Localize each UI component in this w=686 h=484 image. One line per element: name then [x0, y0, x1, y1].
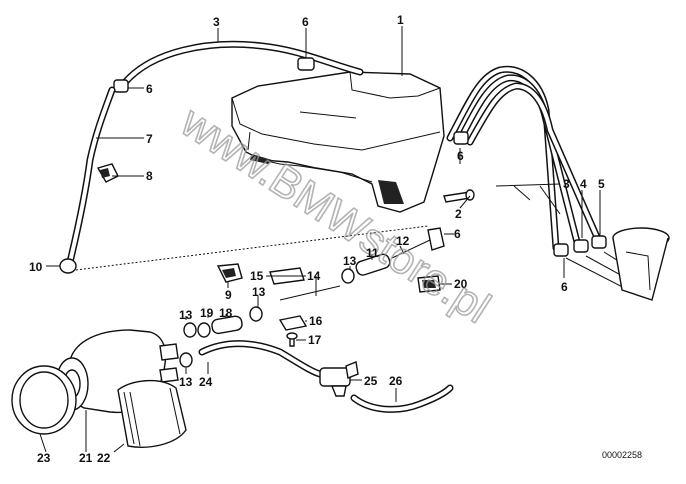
label-4: 4	[580, 177, 587, 191]
leader-lines	[39, 26, 601, 453]
label-18: 18	[219, 306, 233, 320]
pump-clamp	[117, 379, 187, 448]
label-14: 14	[307, 269, 321, 283]
label-13: 13	[343, 254, 357, 268]
part-labels: 1 2 3 3 4 5 6 6 6 6 6 7 8 9 10 11 12 13 …	[29, 13, 605, 465]
filler-neck	[612, 227, 670, 301]
label-22: 22	[97, 451, 111, 465]
label-6: 6	[302, 15, 309, 29]
label-2: 2	[455, 207, 462, 221]
pipe-clip	[96, 163, 119, 183]
label-6: 6	[454, 227, 461, 241]
bolt	[443, 189, 475, 203]
label-3: 3	[563, 177, 570, 191]
label-10: 10	[29, 260, 43, 274]
label-19: 19	[200, 306, 214, 320]
label-24: 24	[199, 375, 213, 389]
label-13: 13	[252, 285, 266, 299]
label-7: 7	[146, 132, 153, 146]
hose-clamp-top	[113, 57, 315, 93]
label-20: 20	[454, 277, 468, 291]
label-17: 17	[308, 333, 322, 347]
label-15: 15	[250, 269, 264, 283]
valve-25	[319, 361, 359, 397]
label-8: 8	[146, 169, 153, 183]
label-13: 13	[179, 375, 193, 389]
strainer-ring	[11, 365, 77, 435]
hose-26	[350, 384, 454, 413]
label-6: 6	[457, 149, 464, 163]
label-3: 3	[213, 15, 220, 29]
drawing-number: 00002258	[602, 450, 642, 460]
label-21: 21	[79, 451, 93, 465]
label-26: 26	[389, 374, 403, 388]
label-11: 11	[366, 246, 379, 260]
label-13: 13	[179, 308, 193, 322]
label-12: 12	[396, 234, 410, 248]
hose-24	[198, 340, 324, 378]
label-1: 1	[397, 13, 404, 27]
label-9: 9	[225, 288, 232, 302]
fuel-tank	[231, 71, 445, 213]
vent-hose-upper	[118, 40, 364, 90]
label-16: 16	[309, 314, 323, 328]
label-23: 23	[37, 451, 51, 465]
vent-pipe	[59, 86, 116, 274]
label-6: 6	[146, 82, 153, 96]
label-6: 6	[561, 280, 568, 294]
label-5: 5	[598, 177, 605, 191]
label-25: 25	[364, 374, 378, 388]
